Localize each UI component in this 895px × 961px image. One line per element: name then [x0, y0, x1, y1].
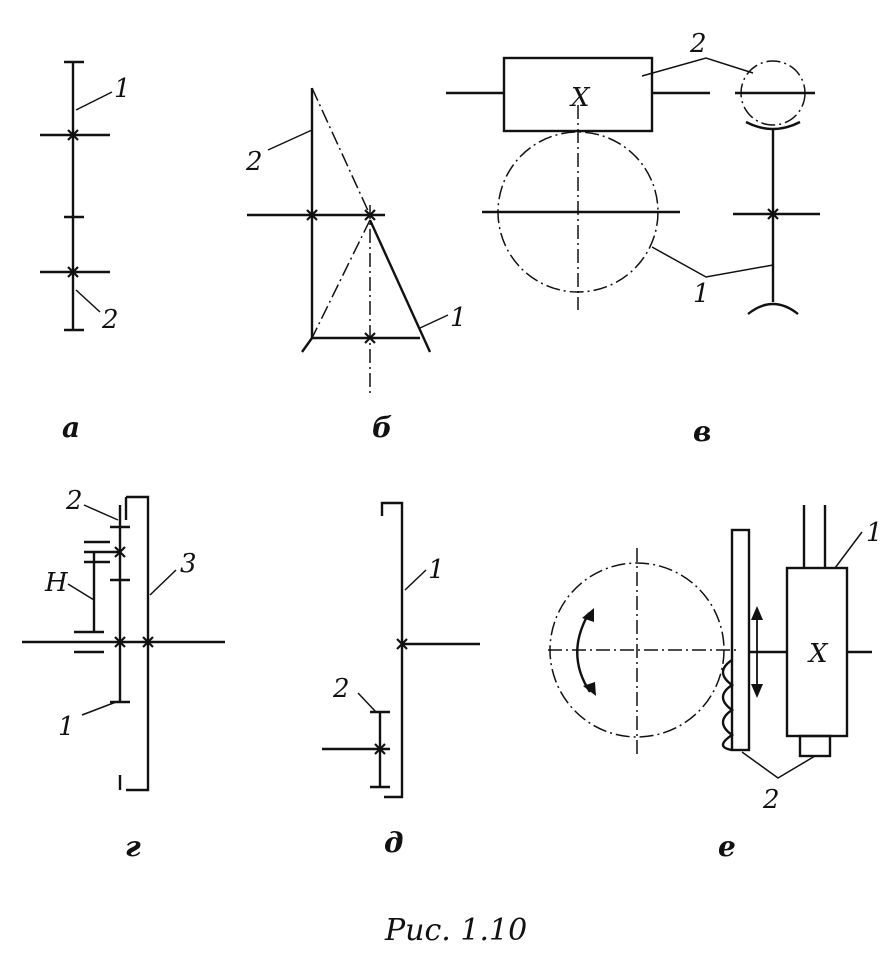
panel-d-callout-1: 1	[428, 555, 445, 585]
panel-g-label: г	[125, 830, 141, 863]
panel-v-mark-x: X	[569, 83, 591, 113]
panel-e-drawing	[548, 505, 872, 779]
panel-e-label: е	[718, 830, 736, 863]
figure-caption: Рис. 1.10	[384, 913, 527, 948]
panel-b-callout-1: 1	[450, 303, 467, 333]
panel-b-callout-2: 2	[245, 147, 263, 177]
panel-b-label: б	[372, 411, 392, 444]
panel-v-callout-1: 1	[693, 279, 710, 309]
panel-a-callout-2: 2	[101, 305, 119, 335]
panel-g-drawing	[22, 495, 225, 792]
panel-b-drawing	[247, 87, 449, 395]
panel-g-callout-h: H	[44, 568, 69, 598]
panel-a-drawing	[40, 60, 113, 332]
panel-v-callout-2: 2	[689, 29, 707, 59]
panel-g-callout-3: 3	[180, 549, 197, 579]
panel-e-callout-1: 1	[866, 518, 883, 548]
panel-d-drawing	[322, 501, 480, 799]
panel-g-callout-2: 2	[65, 486, 83, 516]
panel-v-label: в	[693, 415, 711, 448]
panel-v-drawing	[446, 56, 820, 315]
panel-e-callout-2: 2	[762, 785, 780, 815]
panel-d-label: д	[384, 826, 403, 859]
panel-e-mark-x: X	[807, 639, 829, 669]
panel-d-callout-2: 2	[332, 674, 350, 704]
panel-a-callout-1: 1	[114, 74, 131, 104]
panel-g-callout-1: 1	[58, 712, 75, 742]
panel-a-label: а	[62, 411, 80, 444]
